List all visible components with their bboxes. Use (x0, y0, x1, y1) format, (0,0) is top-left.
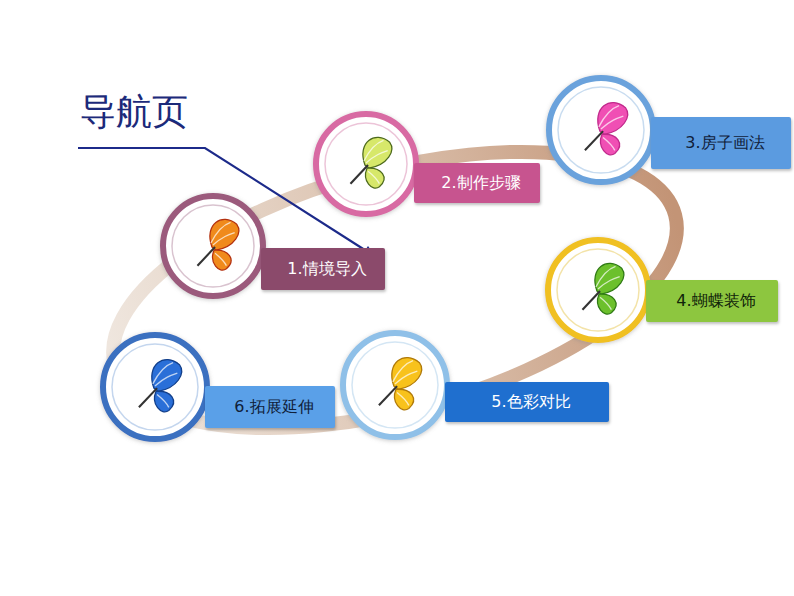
icon-circle (316, 114, 416, 214)
page-title: 导航页 (80, 88, 188, 137)
butterfly-icon (585, 103, 628, 155)
butterfly-icon (197, 219, 238, 270)
nav-label-text: 4.蝴蝶装饰 (676, 291, 755, 312)
icon-circle (548, 240, 648, 340)
icon-circle (103, 335, 207, 439)
butterfly-icon (139, 360, 182, 412)
nav-label-box: 4.蝴蝶装饰 (646, 280, 778, 322)
nav-label-text: 1.情境导入 (287, 259, 366, 280)
nav-label-text: 2.制作步骤 (441, 173, 520, 194)
butterfly-icon (379, 358, 422, 410)
nav-label-box: 5.色彩对比 (445, 382, 609, 422)
nav-label-box: 6.拓展延伸 (205, 386, 335, 428)
icon-circle (163, 196, 263, 296)
butterfly-icon (350, 137, 391, 188)
butterfly-icon (582, 263, 623, 314)
nav-label-box: 2.制作步骤 (414, 163, 540, 203)
nav-label-text: 5.色彩对比 (491, 392, 570, 413)
nav-label-text: 3.房子画法 (685, 133, 764, 154)
icon-circle (343, 333, 447, 437)
nav-label-box: 1.情境导入 (261, 248, 385, 290)
nav-label-box: 3.房子画法 (651, 117, 791, 169)
icon-circle (549, 78, 653, 182)
nav-label-text: 6.拓展延伸 (234, 397, 313, 418)
